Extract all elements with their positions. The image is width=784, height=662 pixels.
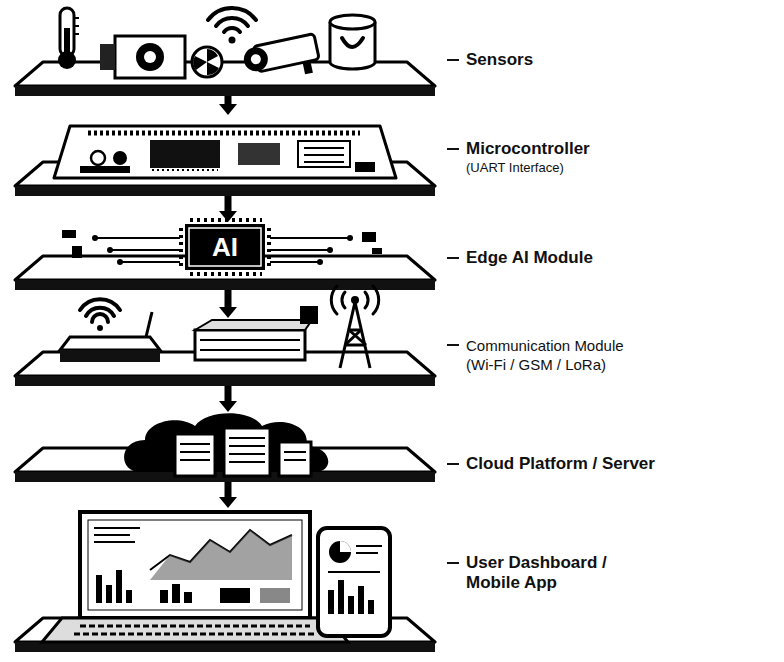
flow-arrow [219, 290, 237, 318]
layer-node: Edge AI Module [10, 222, 774, 290]
chip-label: AI [185, 224, 265, 270]
layer-node: Communication Module(Wi-Fi / GSM / LoRa) [10, 318, 774, 386]
layer-title: Edge AI Module [466, 248, 766, 268]
layer-label: Sensors [466, 50, 766, 70]
layer-title: Communication Module [466, 336, 766, 355]
layer-node: User Dashboard / Mobile App [10, 508, 774, 652]
layer-node: Microcontroller(UART Interface) [10, 115, 774, 196]
layer-title: User Dashboard / Mobile App [466, 553, 631, 593]
flow-arrow [219, 482, 237, 508]
layer-subtitle: (UART Interface) [466, 159, 766, 176]
layer-label: Microcontroller(UART Interface) [466, 139, 766, 176]
flow-arrow [219, 96, 237, 115]
flow-arrow [219, 386, 237, 412]
layer-label: Cloud Platform / Server [466, 454, 766, 474]
layer-node: Sensors [10, 5, 774, 96]
layer-label: User Dashboard / Mobile App [466, 553, 766, 593]
layer-subtitle: (Wi-Fi / GSM / LoRa) [466, 355, 766, 374]
flow-arrow [219, 196, 237, 222]
layer-label: Edge AI Module [466, 248, 766, 268]
layer-title: Sensors [466, 50, 766, 70]
layer-title: Microcontroller [466, 139, 766, 159]
layer-title: Cloud Platform / Server [466, 454, 766, 474]
layer-label: Communication Module(Wi-Fi / GSM / LoRa) [466, 336, 766, 374]
layer-node: Cloud Platform / Server [10, 412, 774, 482]
